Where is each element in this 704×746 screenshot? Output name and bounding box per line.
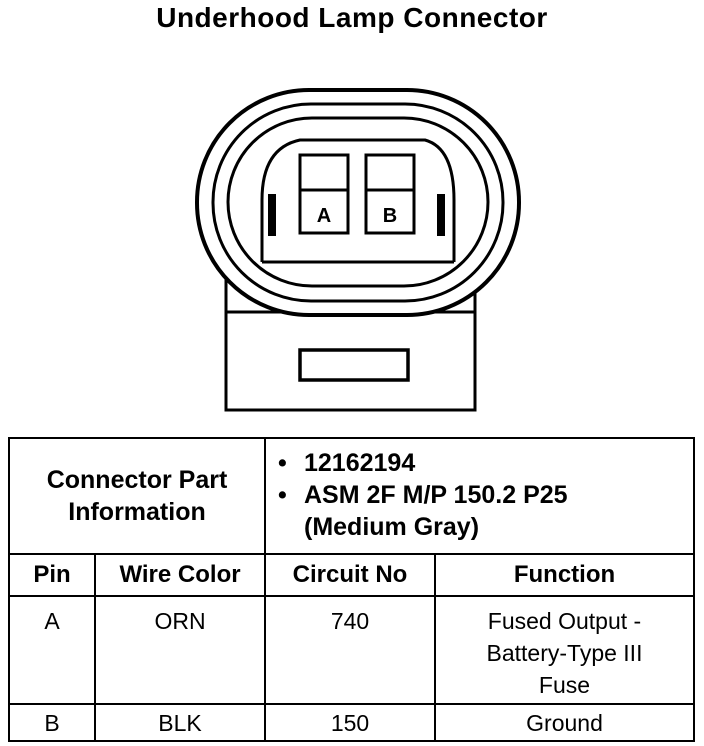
housing-body (224, 278, 477, 412)
middle-oval (211, 102, 505, 303)
part-info-label-line1: Connector Part (46, 466, 228, 494)
pin-cell: B (8, 703, 96, 742)
assembly-line1: ASM 2F M/P 150.2 P25 (278, 479, 693, 511)
pin-cell: A (8, 595, 96, 705)
part-info-row: Connector Part Information 12162194 ASM … (8, 437, 695, 555)
cavity (260, 138, 456, 262)
header-wire-color: Wire Color (94, 553, 266, 597)
header-pin: Pin (8, 553, 96, 597)
wire-color-cell: ORN (94, 595, 266, 705)
pin-b-label: B (383, 205, 397, 227)
header-function: Function (434, 553, 695, 597)
assembly-line2: (Medium Gray) (304, 513, 480, 541)
function-cell: Fused Output - Battery-Type III Fuse (434, 595, 695, 705)
circuit-no-cell: 150 (264, 703, 436, 742)
header-circuit-no: Circuit No (264, 553, 436, 597)
function-cell: Ground (434, 703, 695, 742)
part-info-label-line2: Information (68, 498, 206, 526)
connector-info-table: Connector Part Information 12162194 ASM … (8, 437, 695, 742)
table-row: A ORN 740 Fused Output - Battery-Type II… (8, 595, 695, 705)
latch-slot (298, 348, 410, 382)
function-line: Fused Output - (487, 608, 642, 634)
outer-oval (195, 88, 521, 317)
pin-a-label: A (317, 205, 331, 227)
wire-color-cell: BLK (94, 703, 266, 742)
part-info-label: Connector Part Information (8, 437, 266, 555)
circuit-no-cell: 740 (264, 595, 436, 705)
header-row: Pin Wire Color Circuit No Function (8, 553, 695, 597)
table-row: B BLK 150 Ground (8, 703, 695, 742)
function-line: Fuse (538, 672, 591, 698)
connector-drawing: A B (195, 88, 521, 412)
part-info-values: 12162194 ASM 2F M/P 150.2 P25 (Medium Gr… (264, 437, 695, 555)
diagram-title: Underhood Lamp Connector (156, 2, 548, 33)
pin-b-terminal (364, 153, 416, 235)
function-line: Battery-Type III (486, 640, 643, 666)
part-number: 12162194 (278, 447, 693, 479)
pin-a-terminal (298, 153, 350, 235)
inner-oval (226, 116, 490, 288)
